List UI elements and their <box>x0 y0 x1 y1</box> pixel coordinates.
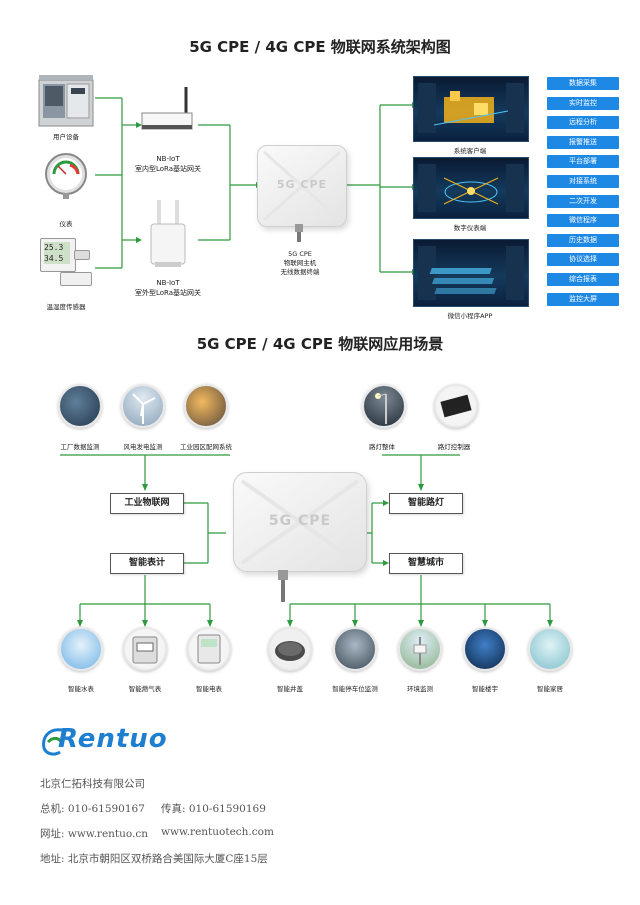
screen-label: 微信小程序APP <box>447 312 493 320</box>
company-name: 北京仁拓科技有限公司 <box>40 778 145 790</box>
architecture-title: 5G CPE / 4G CPE 物联网系统架构图 <box>189 38 451 56</box>
temperature-humidity-sensor-image: 25.3 34.5 <box>38 238 94 286</box>
smart-building-image <box>463 627 507 671</box>
cpe-logo-text: 5G CPE <box>268 513 332 529</box>
feature-item: 协议选择 <box>547 253 619 267</box>
logo-text: Rentuo <box>58 724 168 754</box>
feature-item: 历史数据 <box>547 233 619 247</box>
scene-label: 智能电表 <box>196 685 222 693</box>
phone-number: 总机: 010-61590167 <box>40 803 145 815</box>
address: 地址: 北京市朝阳区双桥路合美国际大厦C座15层 <box>40 853 268 865</box>
feature-item: 综合报表 <box>547 273 619 286</box>
smart-electric-meter-image <box>187 627 231 671</box>
fax-number: 传真: 010-61590169 <box>161 803 266 815</box>
scene-label: 路灯整体 <box>369 443 395 451</box>
indoor-gateway-image <box>138 85 198 140</box>
cpe-connector-icon <box>273 570 293 602</box>
gateway-label: NB-IoT 室外型LoRa基站网关 <box>134 279 202 297</box>
smart-gas-meter-image <box>123 627 167 671</box>
cpe-device-image: 5G CPE <box>233 472 367 572</box>
streetlight-controller-image <box>434 384 478 428</box>
wind-power-image <box>121 384 165 428</box>
cpe-host-label: 5G CPE 物联网主机 无线数据终端 <box>280 250 320 276</box>
architecture-connectors <box>95 97 418 275</box>
smart-streetlight-box: 智能路灯 <box>389 493 463 514</box>
feature-item: 实时监控 <box>547 96 619 110</box>
device-label: 温湿度传感器 <box>46 303 86 311</box>
scene-label: 智能水表 <box>68 685 94 693</box>
feature-item: 微信程序 <box>547 214 619 228</box>
scene-label: 智能楼宇 <box>472 685 498 693</box>
gateway-label: NB-IoT 室内型LoRa基站网关 <box>134 155 202 173</box>
website-link-2[interactable]: www.rentuotech.com <box>161 826 274 838</box>
scene-label: 路灯控制器 <box>437 443 471 451</box>
smart-city-box: 智慧城市 <box>389 553 463 574</box>
digital-dashboard-screen <box>413 157 529 219</box>
scene-label: 智能停车位监测 <box>332 685 378 693</box>
environment-monitoring-image <box>398 627 442 671</box>
device-label: 仪表 <box>59 220 73 228</box>
scene-label: 工业园区配网系统 <box>180 443 232 451</box>
wechat-app-screen <box>413 239 529 307</box>
feature-item: 报警推送 <box>547 135 619 149</box>
scene-label: 智能井盖 <box>277 685 303 693</box>
industrial-iot-box: 工业物联网 <box>110 493 184 514</box>
smart-home-image <box>528 627 572 671</box>
factory-monitoring-image <box>58 384 102 428</box>
feature-item: 对接系统 <box>547 175 619 188</box>
industrial-park-image <box>184 384 228 428</box>
cpe-device-image: 5G CPE <box>257 145 347 227</box>
screen-label: 系统客户端 <box>453 147 487 155</box>
smart-meter-box: 智能表计 <box>110 553 184 574</box>
screen-label: 数字仪表端 <box>453 224 487 232</box>
feature-item: 二次开发 <box>547 194 619 208</box>
scene-label: 工厂数据监测 <box>60 443 100 451</box>
system-client-screen <box>413 76 529 142</box>
feature-item: 数据采集 <box>547 77 619 90</box>
smart-manhole-image <box>268 627 312 671</box>
cpe-logo-text: 5G CPE <box>276 178 328 191</box>
scene-label: 智能燃气表 <box>128 685 162 693</box>
website-link[interactable]: 网址: www.rentuo.cn <box>40 828 149 840</box>
feature-item: 监控大屏 <box>547 292 619 306</box>
lcd-reading-2: 34.5 <box>44 254 64 263</box>
application-connectors <box>60 454 553 627</box>
meter-gauge-image <box>42 152 90 200</box>
feature-item: 远程分析 <box>547 116 619 130</box>
lcd-reading-1: 25.3 <box>44 243 64 252</box>
cpe-connector-icon <box>292 224 306 242</box>
scene-label: 智能家居 <box>537 685 563 693</box>
smart-water-meter-image <box>59 627 103 671</box>
application-title: 5G CPE / 4G CPE 物联网应用场景 <box>196 335 444 353</box>
scene-label: 风电发电监测 <box>123 443 163 451</box>
device-label: 用户设备 <box>53 133 79 141</box>
outdoor-gateway-image <box>145 198 191 270</box>
streetlight-image <box>362 384 406 428</box>
feature-item: 平台部署 <box>547 155 619 169</box>
user-equipment-image <box>37 74 95 129</box>
scene-label: 环境监测 <box>407 685 433 693</box>
smart-parking-image <box>333 627 377 671</box>
